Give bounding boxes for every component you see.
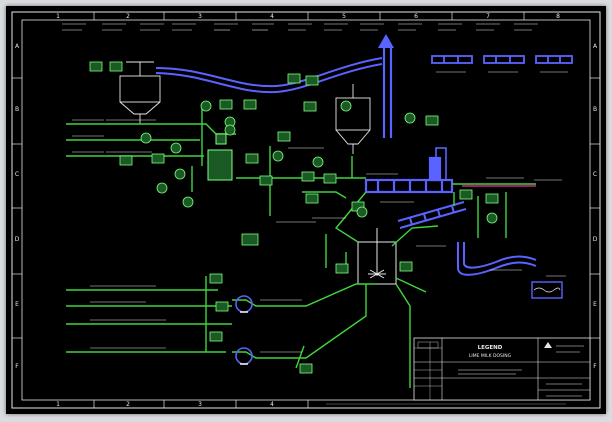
zone-row-c: C <box>15 171 19 178</box>
zone-row-f-right: F <box>593 363 597 370</box>
zone-column-dividers <box>93 12 525 408</box>
zone-column-labels-bottom: 1 2 3 4 <box>56 401 274 408</box>
dosing-basin <box>531 281 563 299</box>
title-block: LEGEND LIME MILK DOSING <box>413 337 591 401</box>
instrument-indicators <box>89 61 499 374</box>
zone-column-labels-top: 1 2 3 4 5 6 7 8 <box>56 13 560 20</box>
pid-canvas: 1 2 3 4 5 6 7 8 1 2 3 4 <box>11 11 601 409</box>
zone-col-7: 7 <box>486 13 490 20</box>
dosing-pipe-loop <box>457 242 537 276</box>
screw-conveyor-horizontal <box>364 156 454 194</box>
zone-row-dividers <box>12 77 600 339</box>
lime-silo <box>335 84 371 154</box>
zone-col-3: 3 <box>198 13 202 20</box>
instrument-circles <box>140 100 498 224</box>
title-block-subtitle: LIME MILK DOSING <box>469 353 512 359</box>
process-lines <box>66 106 536 388</box>
line-number-labels <box>72 71 568 353</box>
zone-col-2: 2 <box>126 13 130 20</box>
pump-1 <box>235 295 253 313</box>
inner-border <box>21 19 591 401</box>
zone-col-4-bottom: 4 <box>270 401 274 408</box>
zone-row-a-right: A <box>593 43 598 50</box>
revision-notes-block <box>417 341 439 400</box>
zone-row-d-right: D <box>593 236 598 243</box>
zone-col-5: 5 <box>342 13 346 20</box>
zone-row-labels-left: A B C D E F <box>15 43 20 370</box>
company-logo-icon <box>544 342 552 348</box>
pump-2 <box>235 347 253 365</box>
silo-bin-right <box>435 147 447 181</box>
equipment-block-green <box>207 133 233 181</box>
zone-col-8: 8 <box>556 13 560 20</box>
zone-row-a: A <box>15 43 20 50</box>
equipment-tag-strip <box>62 23 538 31</box>
zone-row-b-right: B <box>593 106 597 113</box>
zone-row-e: E <box>15 301 19 308</box>
title-block-title: LEGEND <box>478 345 503 351</box>
outer-border <box>11 11 601 409</box>
milk-of-lime-tank <box>357 228 397 285</box>
transport-duct <box>155 57 383 94</box>
silo-feed-hopper <box>119 61 161 124</box>
zone-row-b: B <box>15 106 19 113</box>
spare-screw-conveyors <box>431 55 573 64</box>
zone-col-4: 4 <box>270 13 274 20</box>
zone-row-d: D <box>15 236 20 243</box>
zone-row-e-right: E <box>593 301 597 308</box>
zone-col-6: 6 <box>414 13 418 20</box>
zone-col-1: 1 <box>56 13 60 20</box>
zone-col-3-bottom: 3 <box>198 401 202 408</box>
zone-col-1-bottom: 1 <box>56 401 60 408</box>
zone-row-f: F <box>15 363 19 370</box>
zone-col-2-bottom: 2 <box>126 401 130 408</box>
zone-row-labels-right: A B C D E F <box>593 43 598 370</box>
screw-conveyor-inclined <box>397 201 467 229</box>
pid-drawing-sheet: 1 2 3 4 5 6 7 8 1 2 3 4 <box>6 6 606 414</box>
bucket-elevator <box>378 34 394 138</box>
zone-row-c-right: C <box>593 171 597 178</box>
